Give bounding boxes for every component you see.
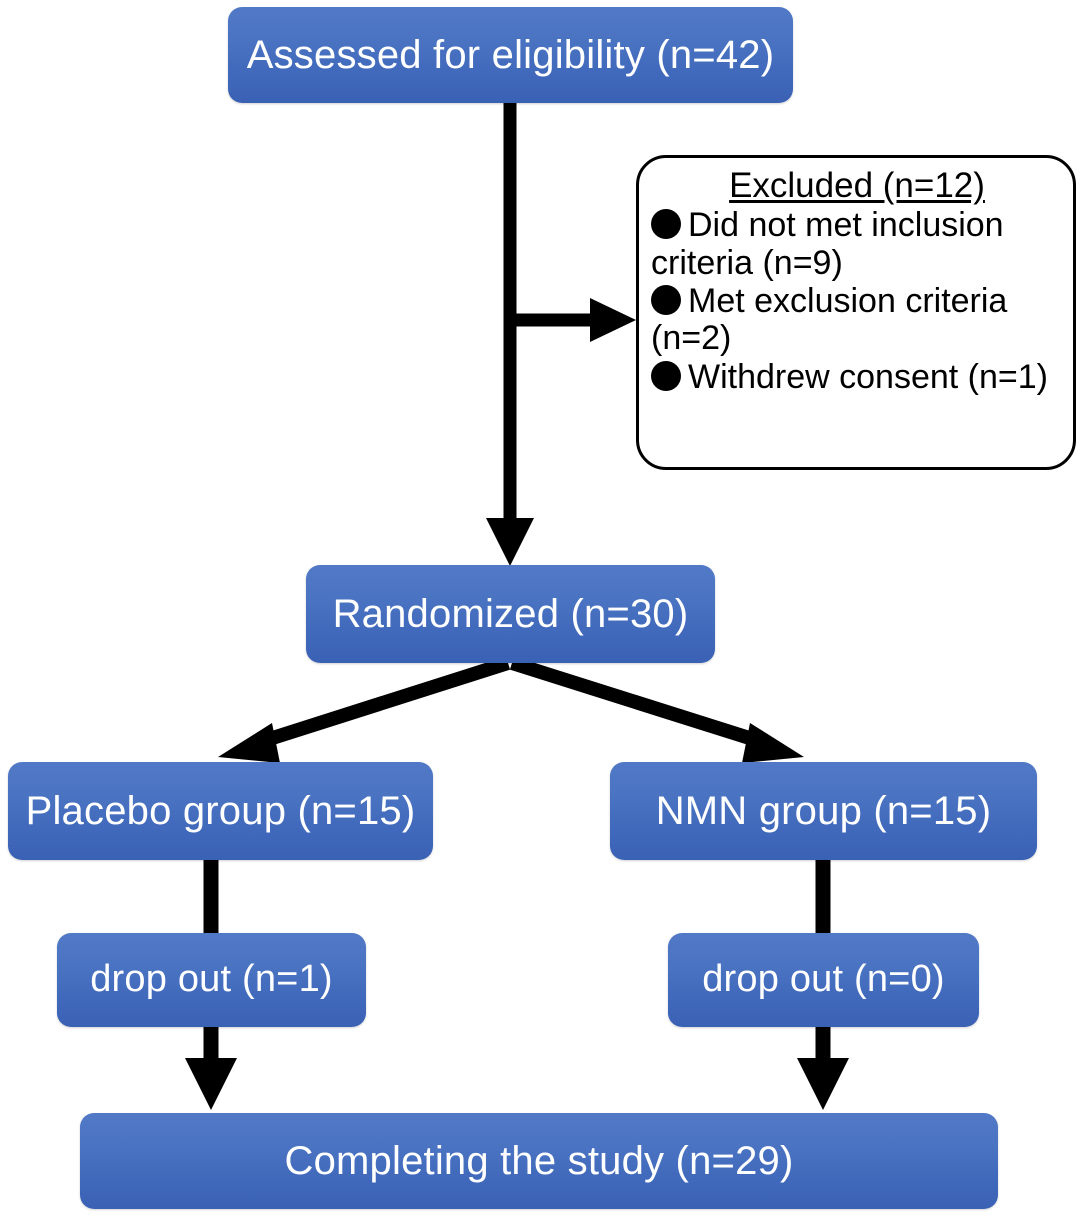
node-randomized: Randomized (n=30) <box>306 565 715 663</box>
node-dropout-placebo: drop out (n=1) <box>57 933 366 1027</box>
node-nmn-group: NMN group (n=15) <box>610 762 1037 860</box>
node-assessed-label: Assessed for eligibility (n=42) <box>246 33 775 77</box>
node-placebo-group: Placebo group (n=15) <box>8 762 433 860</box>
node-randomized-label: Randomized (n=30) <box>332 592 689 636</box>
node-completing-label: Completing the study (n=29) <box>284 1139 794 1183</box>
edge-randomized-to-nmn <box>509 656 804 763</box>
node-dropout-nmn-label: drop out (n=0) <box>702 958 945 1001</box>
bullet-icon <box>651 360 681 391</box>
excluded-item-3: Withdrew consent (n=1) <box>651 357 1063 396</box>
node-assessed-for-eligibility: Assessed for eligibility (n=42) <box>228 7 793 103</box>
node-dropout-nmn: drop out (n=0) <box>668 933 979 1027</box>
node-nmn-label: NMN group (n=15) <box>655 789 992 833</box>
excluded-item-1: Did not met inclusion criteria (n=9) <box>651 206 1063 282</box>
excluded-item-2: Met exclusion criteria (n=2) <box>651 281 1063 358</box>
bullet-icon <box>651 284 681 315</box>
edge-dropout-placebo-to-completing <box>185 1022 237 1110</box>
node-placebo-label: Placebo group (n=15) <box>25 789 416 833</box>
bullet-icon <box>651 209 681 240</box>
node-dropout-placebo-label: drop out (n=1) <box>90 958 333 1001</box>
edge-dropout-nmn-to-completing <box>797 1022 849 1110</box>
excluded-item-3-text: Withdrew consent (n=1) <box>688 357 1048 396</box>
edge-assessed-to-randomized <box>486 103 534 566</box>
edge-assessed-to-excluded <box>510 298 636 342</box>
excluded-item-2-text: Met exclusion criteria (n=2) <box>651 281 1008 358</box>
edge-randomized-to-placebo <box>218 656 511 763</box>
excluded-item-1-text: Did not met inclusion criteria (n=9) <box>651 206 1004 282</box>
node-excluded-panel: Excluded (n=12) Did not met inclusion cr… <box>636 155 1076 470</box>
excluded-title: Excluded (n=12) <box>729 166 985 205</box>
node-completing-the-study: Completing the study (n=29) <box>80 1113 998 1209</box>
